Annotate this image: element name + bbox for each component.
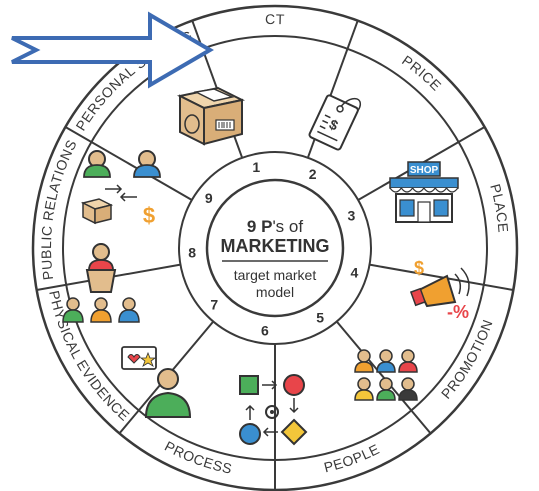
center-main-title: MARKETING: [221, 236, 330, 256]
price-tag-icon: $: [308, 94, 362, 151]
discount-text: -%: [447, 302, 469, 322]
segment-divider: [64, 126, 193, 201]
segment-number-9: 9: [205, 190, 213, 206]
segment-number-3: 3: [348, 208, 356, 224]
segment-number-6: 6: [261, 322, 269, 338]
person-figure: [354, 377, 374, 401]
shop-sign-text: SHOP: [410, 165, 439, 176]
segment-numbers: 1 2 3 4 5 6 7 8 9: [188, 159, 358, 338]
person-figure: [376, 349, 396, 373]
segment-divider: [369, 263, 514, 292]
svg-text:$: $: [414, 258, 424, 278]
segment-divider: [335, 320, 432, 435]
megaphone-icon: -% $: [409, 258, 470, 322]
center-subtitle-1: target market: [234, 267, 317, 283]
person-figure: [354, 349, 374, 373]
center-circle: [205, 178, 345, 318]
person-figure: [376, 377, 396, 401]
segment-number-1: 1: [252, 159, 260, 175]
segment-number-2: 2: [309, 166, 317, 182]
blue-arrow-annotation: [11, 11, 214, 89]
center-subtitle-2: model: [256, 284, 294, 300]
segment-number-4: 4: [350, 264, 358, 280]
sales-icon: $: [80, 150, 161, 228]
segment-number-8: 8: [188, 244, 196, 260]
segment-number-5: 5: [316, 310, 324, 326]
center-title: 9 P's of: [247, 217, 303, 236]
segment-label-product: CT: [265, 11, 285, 27]
flowchart-icon: [239, 374, 308, 446]
shop-icon: SHOP: [389, 161, 459, 223]
person-figure: [398, 377, 418, 401]
review-icon: [121, 346, 192, 418]
person-figure: [398, 349, 418, 373]
box-icon: [176, 86, 246, 146]
segment-number-7: 7: [210, 297, 218, 313]
people-icon: [354, 349, 418, 401]
svg-text:$: $: [143, 203, 155, 228]
speaker-icon: [62, 243, 140, 323]
